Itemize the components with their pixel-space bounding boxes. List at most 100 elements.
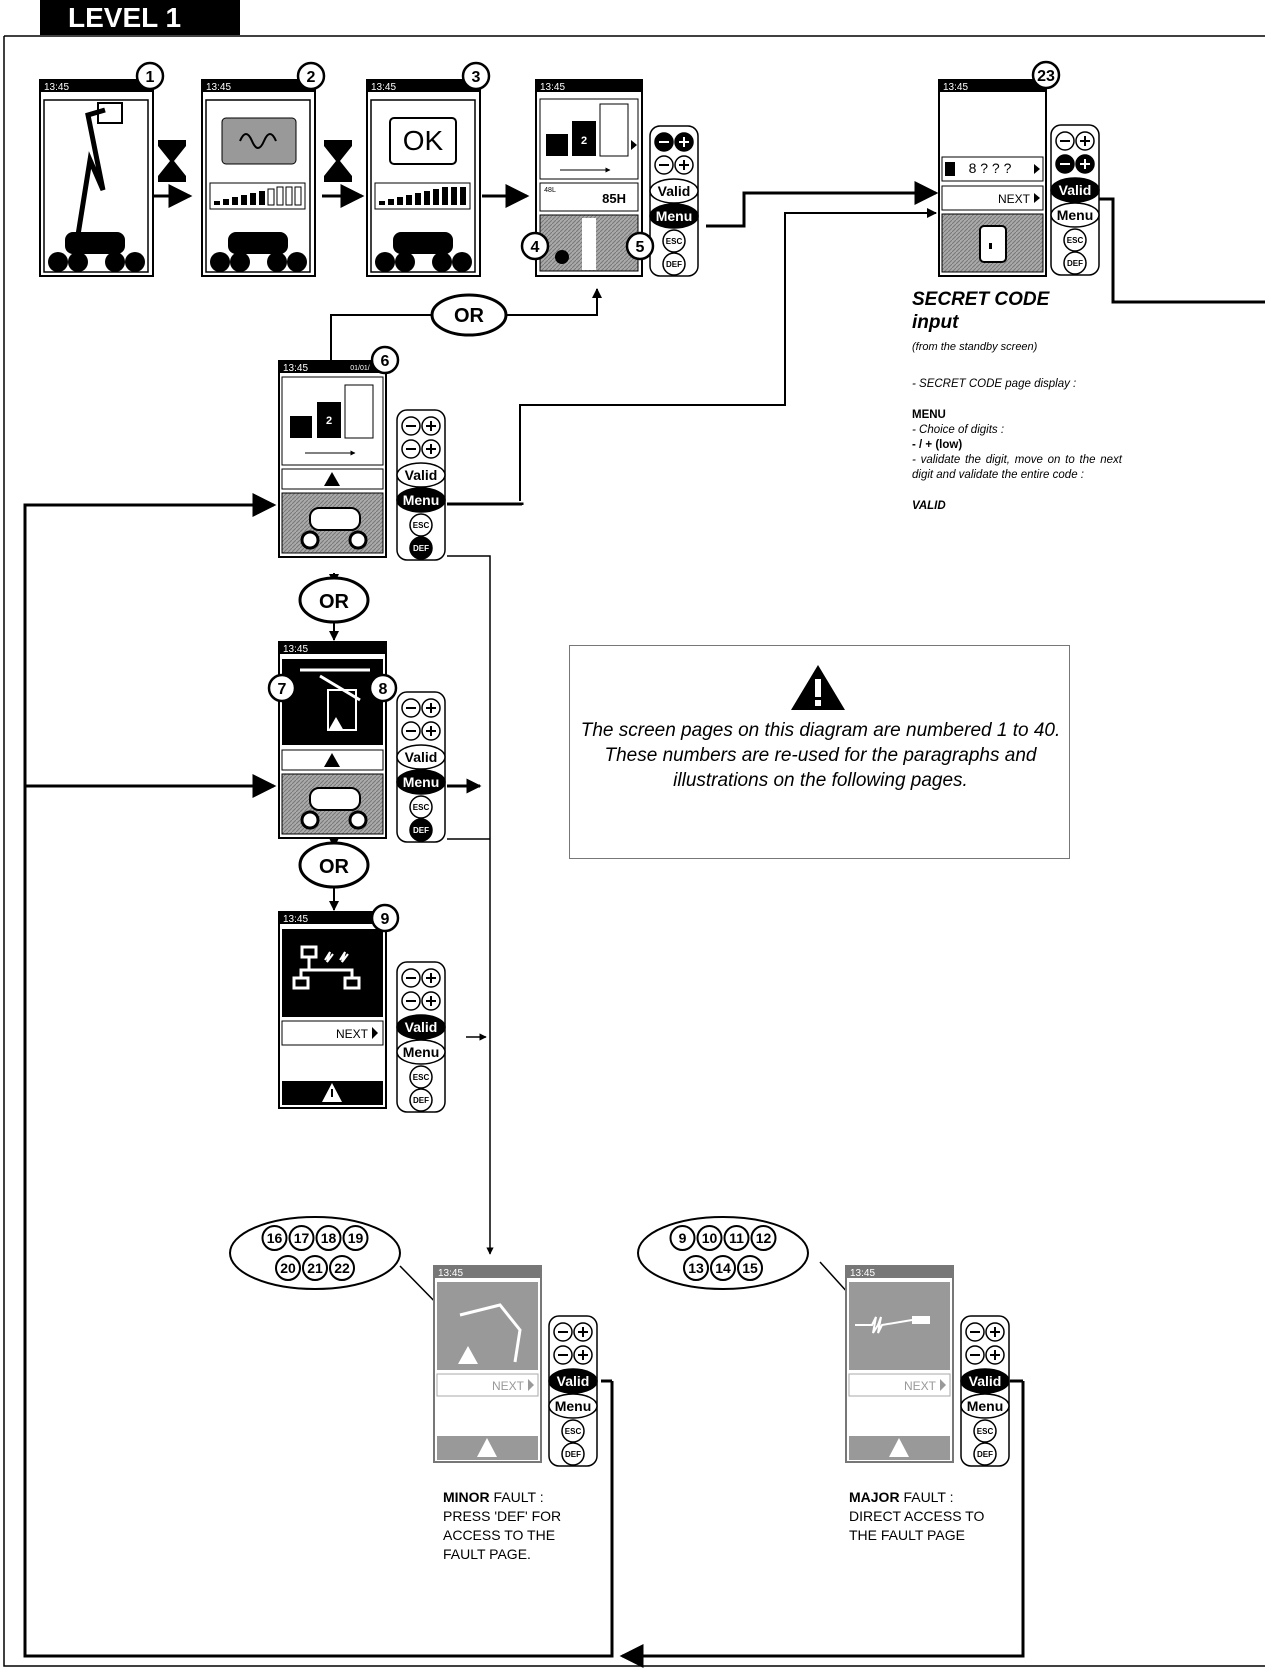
valid-button[interactable] [1050,177,1100,203]
valid-button[interactable] [649,178,699,204]
esc-button[interactable] [409,513,433,537]
menu-button[interactable] [548,1393,598,1419]
minor-fault-rest: FAULT : [489,1489,544,1505]
flow-lines [23,181,1265,1668]
def-button[interactable] [1063,251,1087,275]
valid-button[interactable] [396,1014,446,1040]
def-button[interactable] [409,1088,433,1112]
def-label: DEF [666,260,682,269]
esc-label: ESC [666,237,683,246]
next-label: NEXT [904,1379,937,1393]
menu-label: Menu [656,208,693,224]
screen-number: 3 [472,69,481,86]
menu-button[interactable] [1050,202,1100,228]
screen-number: 1 [146,69,155,86]
screen-number-badge [135,61,165,91]
menu-button[interactable] [396,487,446,513]
fault-number-badge [737,1255,763,1281]
def-label: DEF [977,1450,993,1459]
screen-number: 6 [381,353,390,370]
menu-button[interactable] [396,1039,446,1065]
instruction-line: VALID [912,500,946,512]
valid-label: Valid [405,1019,438,1035]
screen-number: 5 [636,239,645,256]
hourglass-icon [158,140,352,182]
screen-number-badge [625,231,655,261]
fault-number-badge [275,1255,301,1281]
clock-label: 13:45 [283,914,308,925]
or-label: OR [319,591,350,613]
esc-label: ESC [565,1427,582,1436]
menu-button[interactable] [960,1393,1010,1419]
fault-number-badge [750,1225,777,1251]
screen-7-8-overload [278,641,387,839]
hour-meter: 85H [602,191,626,206]
screen-number-badge [461,61,491,91]
esc-button[interactable] [561,1419,585,1443]
def-button[interactable] [662,252,686,276]
def-button[interactable] [561,1442,585,1466]
esc-button[interactable] [409,795,433,819]
hour-prefix: 48L [544,187,556,194]
menu-label: Menu [555,1398,592,1414]
secret-title-line1: SECRET CODE [912,289,1050,310]
note-box: The screen pages on this diagram are num… [569,645,1070,859]
instruction-line: - / + (low) [912,439,963,451]
def-label: DEF [565,1450,581,1459]
minor-fault-line: ACCESS TO THE [443,1527,556,1543]
major-fault-line: THE FAULT PAGE [849,1527,965,1543]
clock-label: 13:45 [283,363,308,374]
fault-number-badge [723,1225,750,1251]
screen-4-standby [535,79,643,277]
menu-button[interactable] [649,203,699,229]
major-fault-rest: FAULT : [899,1489,954,1505]
esc-label: ESC [413,1073,430,1082]
valid-label: Valid [405,749,438,765]
instruction-line: MENU [912,409,946,421]
fault-number-badge [710,1255,736,1281]
or-bubbles [298,293,508,889]
esc-button[interactable] [662,229,686,253]
screen-number-badge [267,673,297,703]
clock-label: 13:45 [206,82,231,93]
next-label: NEXT [336,1027,369,1041]
esc-button[interactable] [973,1419,997,1443]
fault-number: 19 [348,1230,364,1246]
def-label: DEF [413,826,429,835]
fault-number-badge [669,1225,696,1251]
fault-number-badge [696,1225,723,1251]
fault-number-badge [329,1255,355,1281]
valid-button[interactable] [960,1368,1010,1394]
clock-label: 13:45 [540,82,565,93]
def-button[interactable] [409,536,433,560]
menu-button[interactable] [396,769,446,795]
minor-fault-label: MINOR FAULT : PRESS 'DEF' FOR ACCESS TO … [443,1488,561,1564]
screen-number: 2 [307,69,316,86]
valid-label: Valid [969,1373,1002,1389]
def-button[interactable] [409,818,433,842]
ok-label: OK [403,125,444,156]
clock-label: 13:45 [850,1268,875,1279]
valid-button[interactable] [396,744,446,770]
screen-23-secret-code [938,79,1047,277]
screen-number-badge [1031,60,1061,90]
fault-number-badge [315,1225,342,1251]
screen-number: 4 [531,239,540,256]
clock-label: 13:45 [438,1268,463,1279]
esc-button[interactable] [1063,228,1087,252]
valid-label: Valid [1059,182,1092,198]
fault-number: 14 [715,1260,731,1276]
major-fault-line: DIRECT ACCESS TO [849,1508,985,1524]
valid-button[interactable] [396,462,446,488]
esc-button[interactable] [409,1065,433,1089]
valid-button[interactable] [548,1368,598,1394]
screen-number: 9 [381,911,390,928]
menu-label: Menu [403,492,440,508]
fault-number: 20 [280,1260,296,1276]
def-button[interactable] [973,1442,997,1466]
fault-number-badge [261,1225,288,1251]
note-text: The screen pages on this diagram are num… [580,720,1061,791]
screen-1-startup [39,79,154,277]
minor-fault-bold: MINOR [443,1489,490,1505]
